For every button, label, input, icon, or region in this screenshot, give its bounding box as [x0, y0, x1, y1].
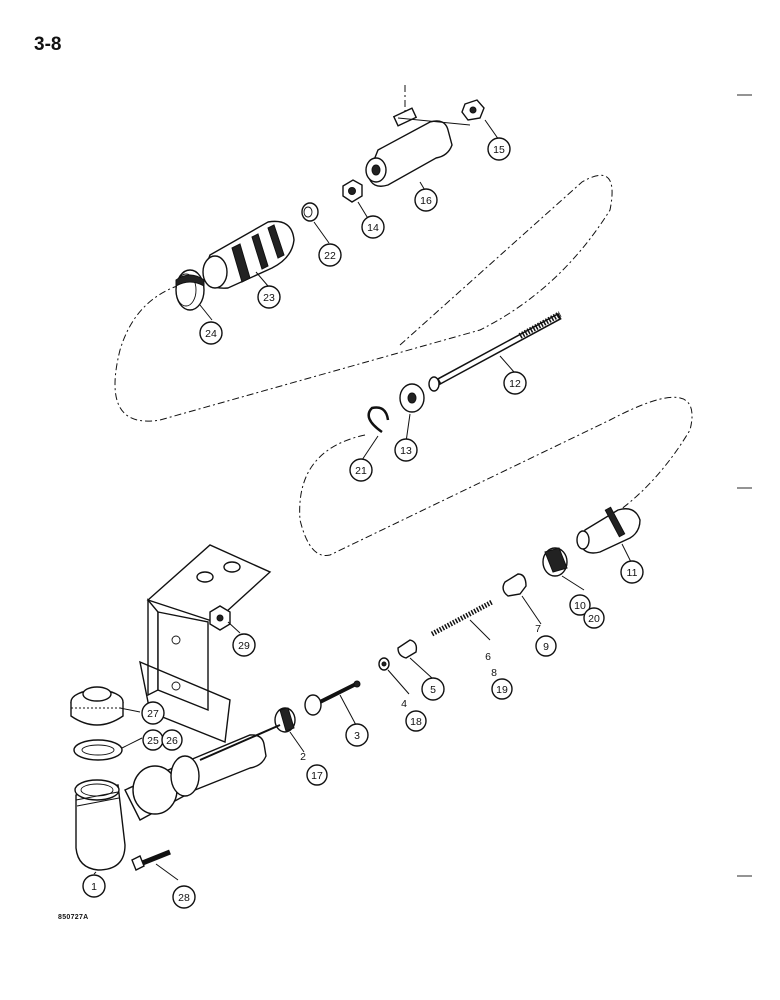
callout-23: 23	[257, 285, 281, 309]
retainer-7	[502, 573, 527, 597]
nut-15	[461, 99, 485, 121]
callout-7-9: 79	[535, 623, 557, 657]
nut-14	[342, 179, 363, 203]
callout-1: 1	[82, 874, 106, 898]
callout-14: 14	[361, 215, 385, 239]
svg-text:9: 9	[543, 641, 549, 653]
svg-text:23: 23	[263, 292, 275, 304]
callout-5: 5	[421, 677, 445, 701]
assembly-path-lower	[299, 396, 693, 557]
washer-13	[399, 383, 425, 413]
piston-23	[202, 220, 295, 289]
svg-text:18: 18	[410, 716, 422, 728]
svg-text:28: 28	[178, 892, 190, 904]
callout-2-17: 2 17	[300, 751, 328, 786]
assembly-path-upper	[114, 174, 613, 422]
svg-text:14: 14	[367, 222, 379, 234]
mounting-bracket	[146, 544, 272, 712]
svg-text:17: 17	[311, 770, 323, 782]
svg-text:3: 3	[354, 730, 360, 742]
piston-3	[304, 680, 361, 716]
callout-15: 15	[487, 137, 511, 161]
callout-25-26: 25 26	[142, 729, 183, 751]
spring-6	[430, 599, 494, 637]
callout-11: 11	[620, 560, 644, 584]
svg-text:10: 10	[574, 600, 586, 612]
nut-29	[209, 605, 231, 631]
svg-text:1: 1	[91, 881, 97, 893]
callout-13: 13	[394, 438, 418, 462]
svg-text:24: 24	[205, 328, 217, 340]
callout-12: 12	[503, 371, 527, 395]
seat-5	[397, 639, 418, 659]
figure-code: 850727A	[58, 914, 89, 921]
svg-text:5: 5	[430, 684, 436, 696]
svg-text:6: 6	[485, 651, 491, 663]
callout-22: 22	[318, 243, 342, 267]
washer-4	[378, 657, 390, 671]
page-number: 3-8	[34, 34, 62, 55]
pushrod-12	[428, 311, 562, 392]
push-rod-end-11	[576, 506, 641, 554]
gasket-plate	[139, 660, 231, 743]
master-cylinder-1	[74, 724, 281, 871]
svg-text:8: 8	[491, 667, 497, 679]
svg-text:19: 19	[496, 684, 508, 696]
svg-text:4: 4	[401, 698, 407, 710]
callout-28: 28	[172, 885, 196, 909]
callout-4-18: 418	[401, 698, 427, 732]
boot-10	[542, 547, 568, 577]
svg-text:27: 27	[147, 708, 159, 720]
svg-text:26: 26	[166, 735, 178, 747]
clevis-yoke	[365, 107, 471, 187]
callout-27: 27	[141, 701, 165, 725]
svg-text:7: 7	[535, 623, 541, 635]
callout-16: 16	[414, 188, 438, 212]
margin-marks	[737, 94, 752, 877]
svg-text:29: 29	[238, 640, 250, 652]
bolt-28	[131, 849, 171, 871]
svg-text:13: 13	[400, 445, 412, 457]
cup-2	[274, 707, 296, 733]
callout-29: 29	[232, 633, 256, 657]
svg-text:21: 21	[355, 465, 367, 477]
svg-text:20: 20	[588, 613, 600, 625]
bushing-22	[301, 202, 319, 222]
svg-text:16: 16	[420, 195, 432, 207]
svg-text:22: 22	[324, 250, 336, 262]
callout-24: 24	[199, 321, 223, 345]
snap-ring-21	[367, 406, 390, 434]
svg-text:25: 25	[147, 735, 159, 747]
svg-text:12: 12	[509, 378, 521, 390]
gasket-25	[73, 739, 123, 761]
reservoir-cap-27	[70, 686, 124, 726]
callout-3: 3	[345, 723, 369, 747]
callout-6-8-19: 68 19	[485, 651, 513, 700]
svg-text:15: 15	[493, 144, 505, 156]
cup-24	[175, 269, 205, 311]
callout-21: 21	[349, 458, 373, 482]
svg-text:2: 2	[300, 751, 306, 763]
svg-text:11: 11	[627, 567, 638, 579]
leader-lines	[93, 119, 632, 881]
